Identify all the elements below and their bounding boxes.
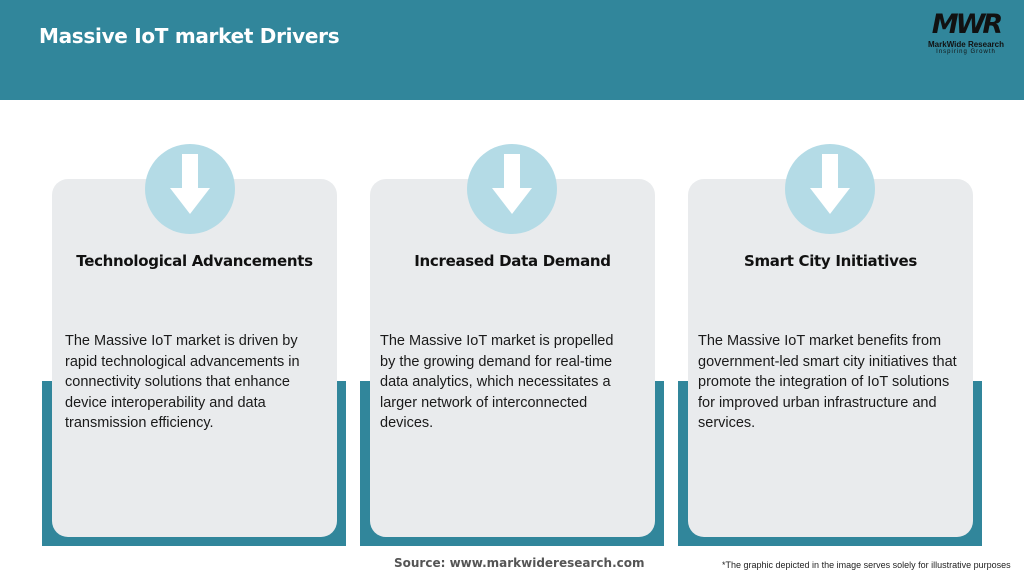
- arrow-down-icon: [170, 154, 210, 214]
- logo-mark: MWR: [931, 9, 1003, 40]
- icon-circle: [785, 144, 875, 234]
- arrow-down-icon: [810, 154, 850, 214]
- source-credit: Source: www.markwideresearch.com: [394, 556, 645, 570]
- icon-circle: [145, 144, 235, 234]
- icon-circle: [467, 144, 557, 234]
- driver-card: [52, 179, 337, 537]
- card-title: Smart City Initiatives: [743, 252, 918, 270]
- page-title: Massive IoT market Drivers: [39, 24, 340, 48]
- driver-card: [688, 179, 973, 537]
- card-description: The Massive IoT market is driven by rapi…: [65, 333, 300, 431]
- logo-tagline: Inspiring Growth: [936, 49, 996, 55]
- logo: MWR MarkWide Research Inspiring Growth: [918, 10, 1014, 58]
- card-description: The Massive IoT market benefits from gov…: [698, 333, 957, 431]
- card-description: The Massive IoT market is propelled by t…: [380, 333, 614, 431]
- card-title: Increased Data Demand: [414, 252, 611, 270]
- logo-name: MarkWide Research: [928, 40, 1004, 49]
- card-title: Technological Advancements: [76, 252, 313, 270]
- header-banner: Massive IoT market Drivers MWR MarkWide …: [0, 0, 1024, 100]
- driver-card: [370, 179, 655, 537]
- arrow-down-icon: [492, 154, 532, 214]
- disclaimer: *The graphic depicted in the image serve…: [722, 560, 1011, 570]
